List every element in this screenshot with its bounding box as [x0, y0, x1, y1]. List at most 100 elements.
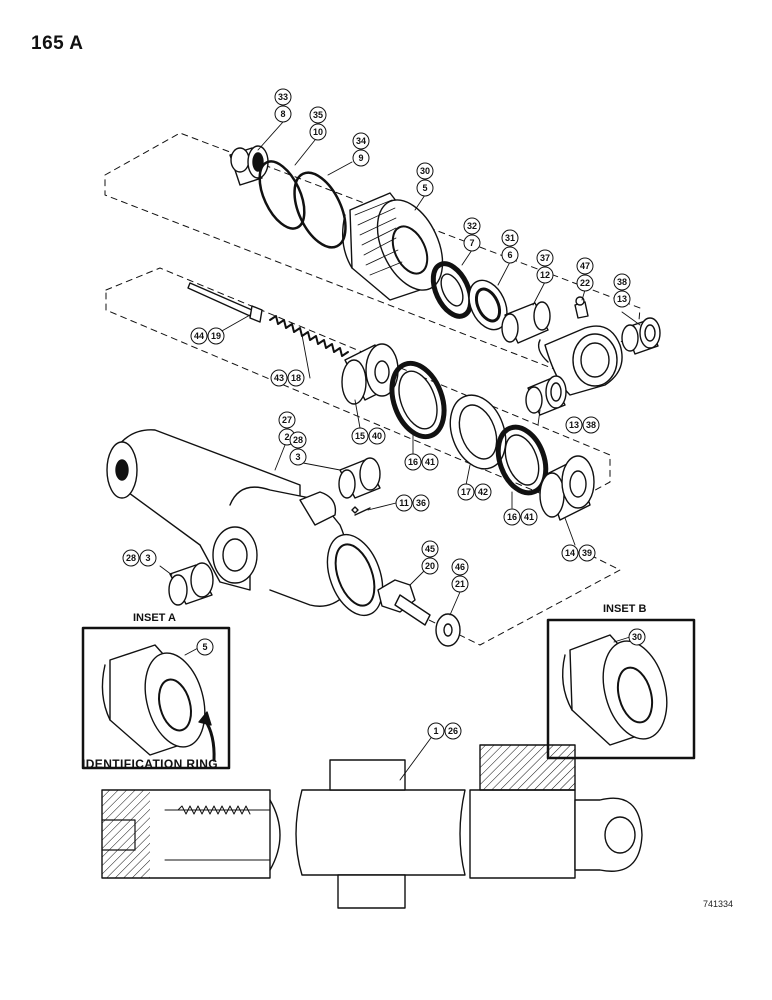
svg-text:46: 46 — [455, 562, 465, 572]
bushing-3-lower — [168, 562, 214, 606]
callout-11-36: 11 36 — [395, 494, 430, 512]
svg-text:13: 13 — [569, 420, 579, 430]
svg-text:35: 35 — [313, 110, 323, 120]
piston-14 — [539, 455, 595, 521]
callout-32-7: 32 7 — [463, 217, 481, 252]
svg-text:18: 18 — [291, 373, 301, 383]
bushing-13-right — [621, 317, 661, 355]
callout-28-3-lower: 28 3 — [122, 549, 157, 567]
callout-34-9: 34 9 — [352, 132, 370, 167]
o-ring-10 — [258, 160, 306, 230]
spacer-12 — [501, 301, 551, 344]
svg-text:41: 41 — [425, 457, 435, 467]
callouts: 33 8 35 10 34 9 30 5 32 7 31 6 — [122, 88, 646, 740]
callout-30-5: 30 5 — [416, 162, 434, 197]
svg-text:11: 11 — [399, 498, 409, 508]
svg-text:43: 43 — [274, 373, 284, 383]
callout-33-8: 33 8 — [274, 88, 292, 123]
bushing-13-lower — [525, 375, 567, 416]
cylinder-cross-section — [101, 744, 643, 909]
svg-text:15: 15 — [355, 431, 365, 441]
svg-text:34: 34 — [356, 136, 366, 146]
callout-43-18: 43 18 — [270, 369, 305, 387]
svg-text:36: 36 — [416, 498, 426, 508]
svg-text:10: 10 — [313, 127, 323, 137]
svg-text:40: 40 — [372, 431, 382, 441]
svg-text:31: 31 — [505, 233, 515, 243]
svg-text:5: 5 — [202, 642, 207, 652]
svg-text:38: 38 — [617, 277, 627, 287]
svg-text:2: 2 — [284, 432, 289, 442]
callout-17-42: 17 42 — [457, 483, 492, 501]
callout-31-6: 31 6 — [501, 229, 519, 264]
callout-16-41-b: 16 41 — [503, 508, 538, 526]
tube-group-outline — [379, 549, 621, 646]
svg-text:47: 47 — [580, 261, 590, 271]
washer-21 — [435, 613, 461, 647]
inset-a-head — [101, 644, 206, 756]
svg-text:30: 30 — [420, 166, 430, 176]
svg-text:12: 12 — [540, 270, 550, 280]
inset-a-box — [81, 626, 231, 770]
inset-b-title: INSET B — [603, 603, 647, 615]
svg-text:19: 19 — [211, 331, 221, 341]
svg-text:44: 44 — [194, 331, 204, 341]
callout-14-39: 14 39 — [561, 544, 596, 562]
svg-text:7: 7 — [469, 238, 474, 248]
callout-28-3-upper: 28 3 — [289, 431, 307, 466]
svg-text:16: 16 — [507, 512, 517, 522]
identification-ring-arrow — [203, 718, 216, 762]
svg-text:22: 22 — [580, 278, 590, 288]
callout-47-22: 47 22 — [576, 257, 594, 292]
svg-text:30: 30 — [632, 632, 642, 642]
cylinder-head-5 — [342, 192, 444, 301]
pin-19 — [187, 282, 263, 323]
callout-37-12: 37 12 — [536, 249, 554, 284]
inset-b-head — [562, 634, 668, 746]
svg-text:5: 5 — [422, 183, 427, 193]
callout-35-10: 35 10 — [309, 106, 327, 141]
svg-text:42: 42 — [478, 487, 488, 497]
svg-text:27: 27 — [282, 415, 292, 425]
cylinder-tube-2 — [106, 429, 384, 617]
head-group-outline — [104, 132, 641, 373]
screw-11 — [351, 506, 371, 516]
leader-lines — [159, 121, 641, 781]
inset-a-title: INSET A — [133, 612, 176, 624]
bolt-20 — [377, 579, 431, 626]
callout-38-13: 38 13 — [613, 273, 631, 308]
callout-inset-a-5: 5 — [196, 638, 214, 656]
seal-16-a — [389, 360, 447, 440]
svg-text:13: 13 — [617, 294, 627, 304]
inset-b-box — [546, 618, 696, 760]
grease-fitting-22 — [574, 296, 589, 319]
svg-text:6: 6 — [507, 250, 512, 260]
svg-text:37: 37 — [540, 253, 550, 263]
callout-inset-b-30: 30 — [628, 628, 646, 646]
callout-1-26: 1 26 — [427, 722, 462, 740]
bushing-3-upper — [338, 457, 381, 499]
svg-text:26: 26 — [448, 726, 458, 736]
svg-text:28: 28 — [126, 553, 136, 563]
backup-ring-9 — [293, 171, 347, 249]
spring-18 — [269, 315, 349, 357]
piston-group-outline — [105, 267, 611, 506]
svg-text:38: 38 — [586, 420, 596, 430]
bushing-8 — [229, 145, 269, 186]
callout-13-38: 13 38 — [565, 416, 600, 434]
callout-44-19: 44 19 — [190, 327, 225, 345]
svg-text:1: 1 — [433, 726, 438, 736]
svg-text:33: 33 — [278, 92, 288, 102]
svg-text:3: 3 — [145, 553, 150, 563]
svg-text:20: 20 — [425, 561, 435, 571]
rod-eye — [537, 325, 623, 396]
svg-text:16: 16 — [408, 457, 418, 467]
svg-text:28: 28 — [293, 435, 303, 445]
page-number: 165 A — [31, 33, 84, 54]
svg-text:17: 17 — [461, 487, 471, 497]
seal-16-b — [495, 424, 549, 496]
svg-text:8: 8 — [280, 109, 285, 119]
callout-45-20: 45 20 — [421, 540, 439, 575]
piston-15 — [341, 343, 399, 405]
